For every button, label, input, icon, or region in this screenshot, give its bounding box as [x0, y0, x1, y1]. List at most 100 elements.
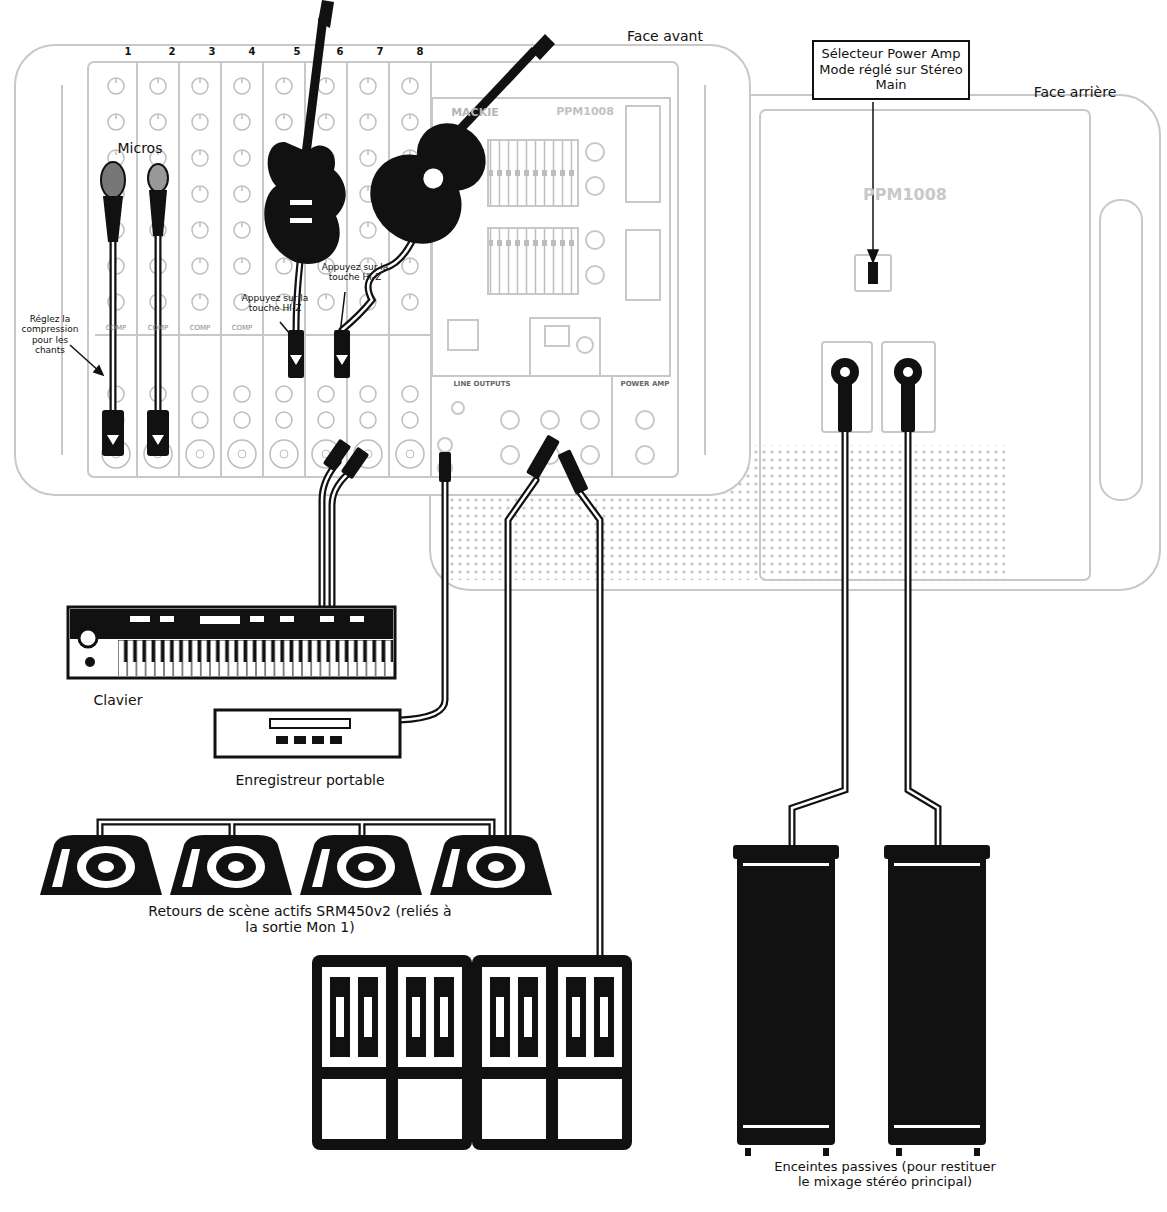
- mixer-front: [626, 106, 660, 202]
- acoustic-guitar: [450, 50, 535, 140]
- channel-number: 1: [118, 46, 138, 58]
- stage-monitor: [170, 835, 292, 895]
- microphone: [101, 162, 125, 198]
- passive-speaker: [733, 845, 839, 1145]
- cable: [322, 462, 338, 605]
- mixer-front: [586, 177, 604, 195]
- mixer-front: [95, 334, 431, 336]
- portable-recorder: [276, 736, 288, 744]
- mixer-front: [488, 140, 578, 206]
- speaker-cabinet: [312, 955, 632, 1150]
- stage-monitor: [40, 835, 552, 895]
- keyboard: [250, 616, 264, 622]
- mixer-front: [88, 62, 678, 477]
- mixer-front: [220, 62, 222, 477]
- leader-line: [70, 345, 100, 372]
- keyboard: [70, 609, 393, 639]
- stage-monitor: [430, 835, 552, 895]
- device-label: Enceintes passives (pour restituer le mi…: [770, 1160, 1000, 1190]
- plug: [102, 330, 915, 495]
- acoustic-guitar: [352, 34, 555, 262]
- cable: [578, 490, 600, 955]
- callout-note: Réglez la compression pour les chants: [18, 314, 82, 355]
- plug: [557, 449, 588, 495]
- control-label: COMP: [224, 324, 260, 332]
- cable: [400, 478, 445, 720]
- brand-label: MACKIE: [435, 107, 515, 120]
- passive-speaker: [896, 1148, 902, 1156]
- section-label: POWER AMP: [614, 380, 676, 388]
- electric-guitar: [290, 218, 312, 223]
- model-label: PPM1008: [840, 186, 970, 204]
- mixer-front: [501, 411, 519, 429]
- portable-recorder: [312, 736, 324, 744]
- cable: [908, 432, 938, 845]
- cable: [332, 468, 355, 605]
- cable: [908, 432, 938, 845]
- section-label: LINE OUTPUTS: [437, 380, 527, 388]
- keyboard: [280, 616, 294, 622]
- channel-number: 4: [242, 46, 262, 58]
- keyboard: [79, 629, 97, 647]
- channel-number: 8: [410, 46, 430, 58]
- plug: [147, 410, 169, 456]
- mixer-front: [586, 266, 604, 284]
- mixer-front: [586, 143, 604, 161]
- mixer-front: [432, 375, 670, 377]
- microphone: [149, 190, 167, 236]
- acoustic-guitar: [419, 164, 447, 192]
- passive-speaker: [884, 845, 990, 1145]
- keyboard: [350, 616, 364, 622]
- leader-line: [872, 102, 874, 256]
- speaker-cabinet: [312, 955, 472, 1150]
- mixer-front: [626, 230, 660, 300]
- keyboard: [160, 616, 174, 622]
- microphone: [103, 196, 123, 242]
- acoustic-guitar: [352, 136, 480, 262]
- mixer-front: [577, 337, 593, 353]
- keyboard: [68, 607, 395, 678]
- stage-monitor: [40, 835, 162, 895]
- mixer-back: [903, 367, 913, 377]
- electric-guitar: [264, 0, 345, 264]
- panel-label: Face avant: [600, 28, 730, 44]
- mixer-back: [430, 95, 1160, 590]
- mixer-back: [868, 262, 878, 284]
- microphone: [101, 162, 168, 242]
- mixer-back: [1100, 200, 1142, 500]
- device-label: Enregistreur portable: [195, 772, 425, 788]
- device-label: Retours de scène actifs SRM450v2 (reliés…: [145, 903, 455, 935]
- mixer-front: [61, 85, 63, 455]
- passive-speaker: [974, 1148, 980, 1156]
- electric-guitar: [290, 200, 312, 205]
- leader-line: [868, 250, 878, 262]
- channel-number: 3: [202, 46, 222, 58]
- cable: [100, 822, 492, 835]
- mixer-back: [882, 342, 935, 432]
- mixer-front: [611, 376, 613, 477]
- keyboard: [85, 657, 95, 667]
- device-label: Clavier: [73, 692, 163, 708]
- cable: [157, 235, 160, 410]
- cable: [508, 480, 536, 835]
- leader-line: [280, 322, 290, 334]
- mixer-front: [704, 85, 706, 455]
- mixer-front: [262, 62, 264, 477]
- passive-speaker: [823, 1148, 829, 1156]
- portable-recorder: [215, 710, 400, 757]
- cable: [100, 822, 492, 835]
- model-label: PPM1008: [545, 106, 625, 119]
- mixer-front: [545, 326, 569, 346]
- keyboard: [320, 616, 334, 622]
- mixer-back: [822, 342, 872, 432]
- plug: [901, 380, 915, 432]
- mixer-front: [501, 446, 519, 464]
- plug: [102, 410, 124, 456]
- callout-note: Appuyez sur la touche HI-Z: [232, 293, 318, 314]
- plug: [334, 330, 350, 378]
- plug: [526, 434, 560, 479]
- mixer-front: [636, 411, 654, 429]
- acoustic-guitar: [352, 102, 508, 263]
- leader-line: [70, 102, 878, 375]
